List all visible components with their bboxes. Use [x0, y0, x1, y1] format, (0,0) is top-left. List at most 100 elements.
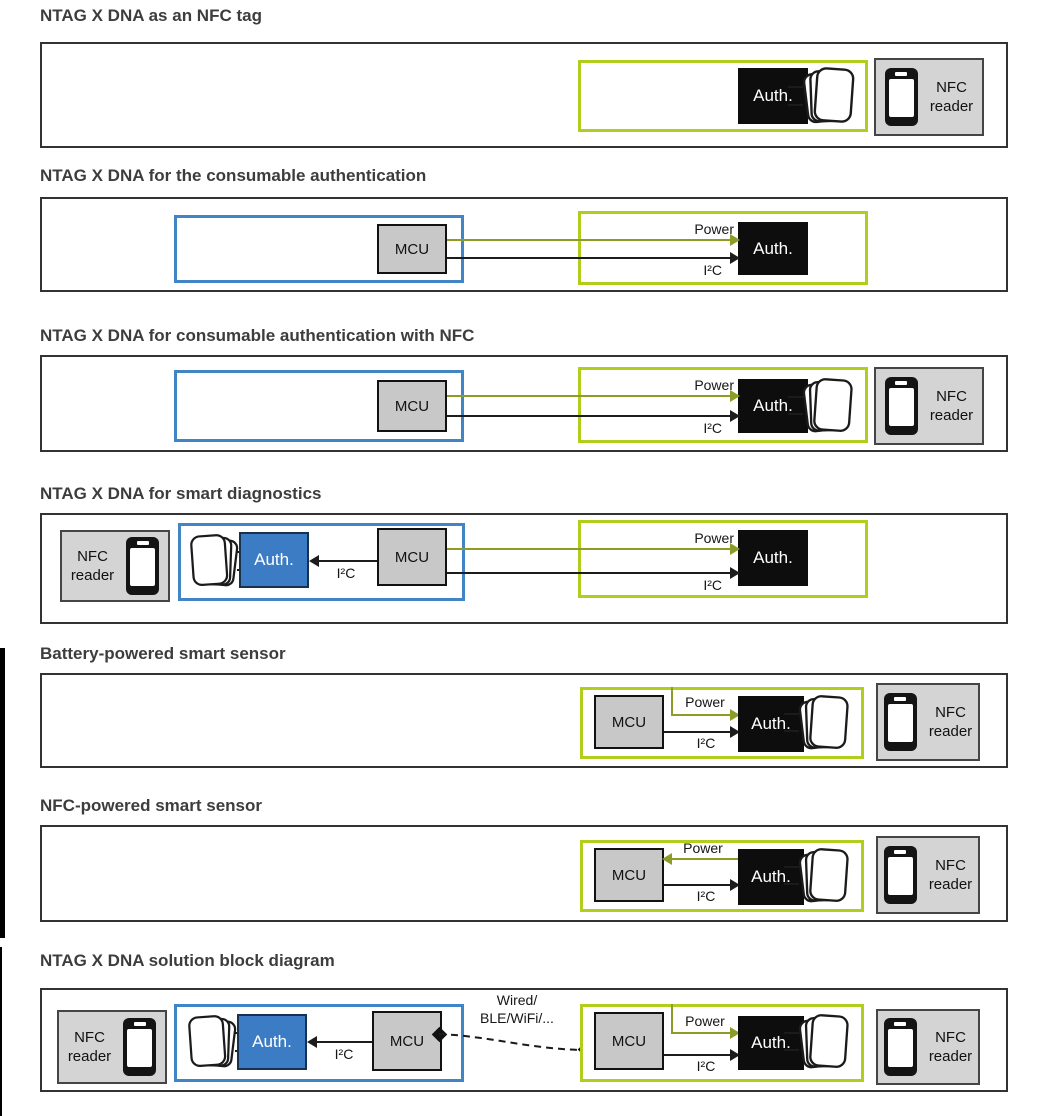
auth-box: Auth.	[738, 696, 804, 752]
nfc-reader-line1: NFC	[936, 78, 967, 96]
power-label: Power	[694, 377, 734, 393]
section-title-smart-diagnostics: NTAG X DNA for smart diagnostics	[40, 484, 322, 503]
power-line-vertical	[671, 1004, 673, 1033]
auth-label: Auth.	[252, 1032, 292, 1051]
power-label: Power	[694, 530, 734, 546]
power-arrow	[447, 234, 740, 246]
nfc-reader-line1: NFC	[936, 387, 967, 405]
nfc-reader-line2: reader	[70, 567, 115, 584]
auth-label: Auth.	[254, 550, 294, 569]
auth-label: Auth.	[751, 714, 791, 733]
auth-label: Auth.	[753, 86, 793, 105]
auth-label: Auth.	[753, 548, 793, 567]
nfc-reader-line1: NFC	[74, 1028, 105, 1046]
power-label: Power	[694, 221, 734, 237]
auth-label: Auth.	[751, 1033, 791, 1052]
antenna-icon	[784, 845, 856, 907]
power-label: Power	[683, 840, 723, 856]
i2c-label: I²C	[703, 420, 722, 436]
section-title-consumable-auth-nfc: NTAG X DNA for consumable authentication…	[40, 326, 475, 345]
page-edge-bar	[0, 648, 5, 938]
auth-box: Auth.	[738, 530, 808, 586]
i2c-arrow	[447, 252, 740, 264]
nfc-reader-line2: reader	[928, 723, 973, 740]
mcu-box: MCU	[377, 224, 447, 274]
mcu-label: MCU	[611, 713, 647, 731]
mcu-label: MCU	[611, 866, 647, 884]
power-arrow	[662, 853, 738, 865]
phone-icon	[883, 693, 917, 751]
section-consumable-auth-nfc: MCU Auth. Power I²C NFC reader	[40, 355, 1008, 452]
power-arrow	[671, 1027, 740, 1039]
mcu-label: MCU	[611, 1032, 647, 1050]
mcu-box: MCU	[372, 1011, 442, 1071]
nfc-reader-line1: NFC	[935, 856, 966, 874]
power-arrow	[671, 709, 740, 721]
nfc-reader-line2: reader	[928, 1048, 973, 1065]
nfc-reader-box: NFC reader	[876, 1009, 980, 1085]
nfc-reader-box: NFC reader	[874, 367, 984, 445]
phone-icon	[883, 1018, 917, 1076]
wired-label-line2: BLE/WiFi/...	[480, 1010, 554, 1026]
i2c-label: I²C	[696, 1058, 716, 1074]
mcu-label: MCU	[394, 397, 430, 415]
i2c-arrow	[664, 1049, 740, 1061]
auth-box: Auth.	[738, 849, 804, 905]
antenna-icon	[182, 1010, 250, 1074]
auth-box-blue: Auth.	[239, 532, 309, 588]
i2c-arrow	[664, 879, 740, 891]
power-label: Power	[685, 694, 725, 710]
auth-label: Auth.	[751, 867, 791, 886]
green-boundary-box	[578, 211, 868, 285]
i2c-label: I²C	[703, 577, 722, 593]
mcu-box: MCU	[377, 380, 447, 432]
antenna-icon	[184, 529, 252, 593]
nfc-reader-line1: NFC	[935, 1028, 966, 1046]
nfc-reader-line2: reader	[929, 407, 974, 424]
phone-icon	[884, 377, 918, 435]
nfc-reader-label: NFC reader	[929, 856, 972, 895]
section-title-nfc-tag: NTAG X DNA as an NFC tag	[40, 6, 262, 25]
dashed-wireless-link	[438, 1028, 584, 1056]
antenna-icon	[784, 1011, 856, 1073]
phone-icon	[884, 68, 918, 126]
i2c-label: I²C	[334, 1046, 354, 1062]
mcu-box: MCU	[594, 848, 664, 902]
power-arrow	[447, 390, 740, 402]
mcu-label: MCU	[389, 1032, 425, 1050]
section-title-consumable-auth: NTAG X DNA for the consumable authentica…	[40, 166, 427, 185]
phone-icon	[883, 846, 917, 904]
page-edge-bar-thin	[0, 947, 2, 1116]
auth-box-blue: Auth.	[237, 1014, 307, 1070]
i2c-arrow	[664, 726, 740, 738]
section-nfc-powered-sensor: MCU Power I²C Auth. NFC reader	[40, 825, 1008, 922]
i2c-label: I²C	[696, 735, 716, 751]
phone-icon	[123, 1018, 157, 1076]
auth-label: Auth.	[753, 396, 793, 415]
nfc-reader-label: NFC reader	[929, 1028, 972, 1067]
power-label: Power	[685, 1013, 725, 1029]
nfc-reader-line2: reader	[928, 876, 973, 893]
i2c-arrow	[447, 410, 740, 422]
power-arrow	[447, 543, 740, 555]
antenna-icon	[788, 375, 860, 437]
antenna-icon	[788, 64, 862, 128]
auth-label: Auth.	[753, 238, 793, 258]
section-consumable-auth: MCU Auth. Power I²C	[40, 197, 1008, 292]
mcu-label: MCU	[394, 240, 430, 258]
nfc-reader-label: NFC reader	[930, 387, 973, 426]
mcu-box: MCU	[594, 1012, 664, 1070]
mcu-box: MCU	[377, 528, 447, 586]
i2c-label: I²C	[696, 888, 716, 904]
green-boundary-box	[578, 520, 868, 598]
